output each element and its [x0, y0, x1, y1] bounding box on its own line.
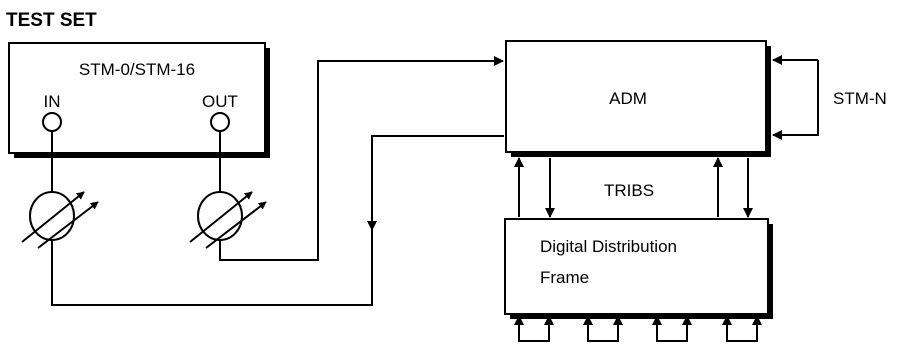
out-to-adm-line: [219, 56, 504, 261]
stm-n-label: STM-N: [833, 89, 887, 108]
attenuator-out: [189, 131, 267, 249]
adm-box: ADM: [505, 40, 771, 157]
ddf-label-line1: Digital Distribution: [540, 237, 677, 256]
adm-to-in-line: [367, 135, 504, 231]
tribs-label: TRIBS: [604, 181, 654, 200]
adm-label: ADM: [609, 89, 647, 108]
ddf-box: Digital Distribution Frame: [504, 218, 773, 319]
adm-frame: [505, 40, 767, 153]
out-port-label: OUT: [202, 92, 238, 111]
test-set-title: TEST SET: [6, 10, 97, 31]
in-port: [42, 112, 62, 132]
ddf-loopback-3: [656, 315, 692, 342]
ddf-frame: [504, 218, 769, 315]
ddf-loopback-2: [587, 315, 623, 342]
attenuator-out-body: [197, 191, 243, 241]
out-port: [210, 112, 230, 132]
tribs-links: TRIBS: [514, 157, 753, 218]
test-set-mode-label: STM-0/STM-16: [79, 60, 195, 79]
return-to-in-line: [51, 230, 373, 306]
stm-n-loop: STM-N: [772, 55, 887, 140]
ddf-loopback-1: [518, 315, 554, 342]
ddf-loopbacks: [514, 315, 762, 342]
in-port-label: IN: [44, 92, 61, 111]
ddf-label-line2: Frame: [540, 268, 589, 287]
test-set-box: STM-0/STM-16 IN OUT: [8, 42, 270, 158]
ddf-loopback-4: [726, 315, 762, 342]
attenuator-in-body: [29, 191, 75, 241]
